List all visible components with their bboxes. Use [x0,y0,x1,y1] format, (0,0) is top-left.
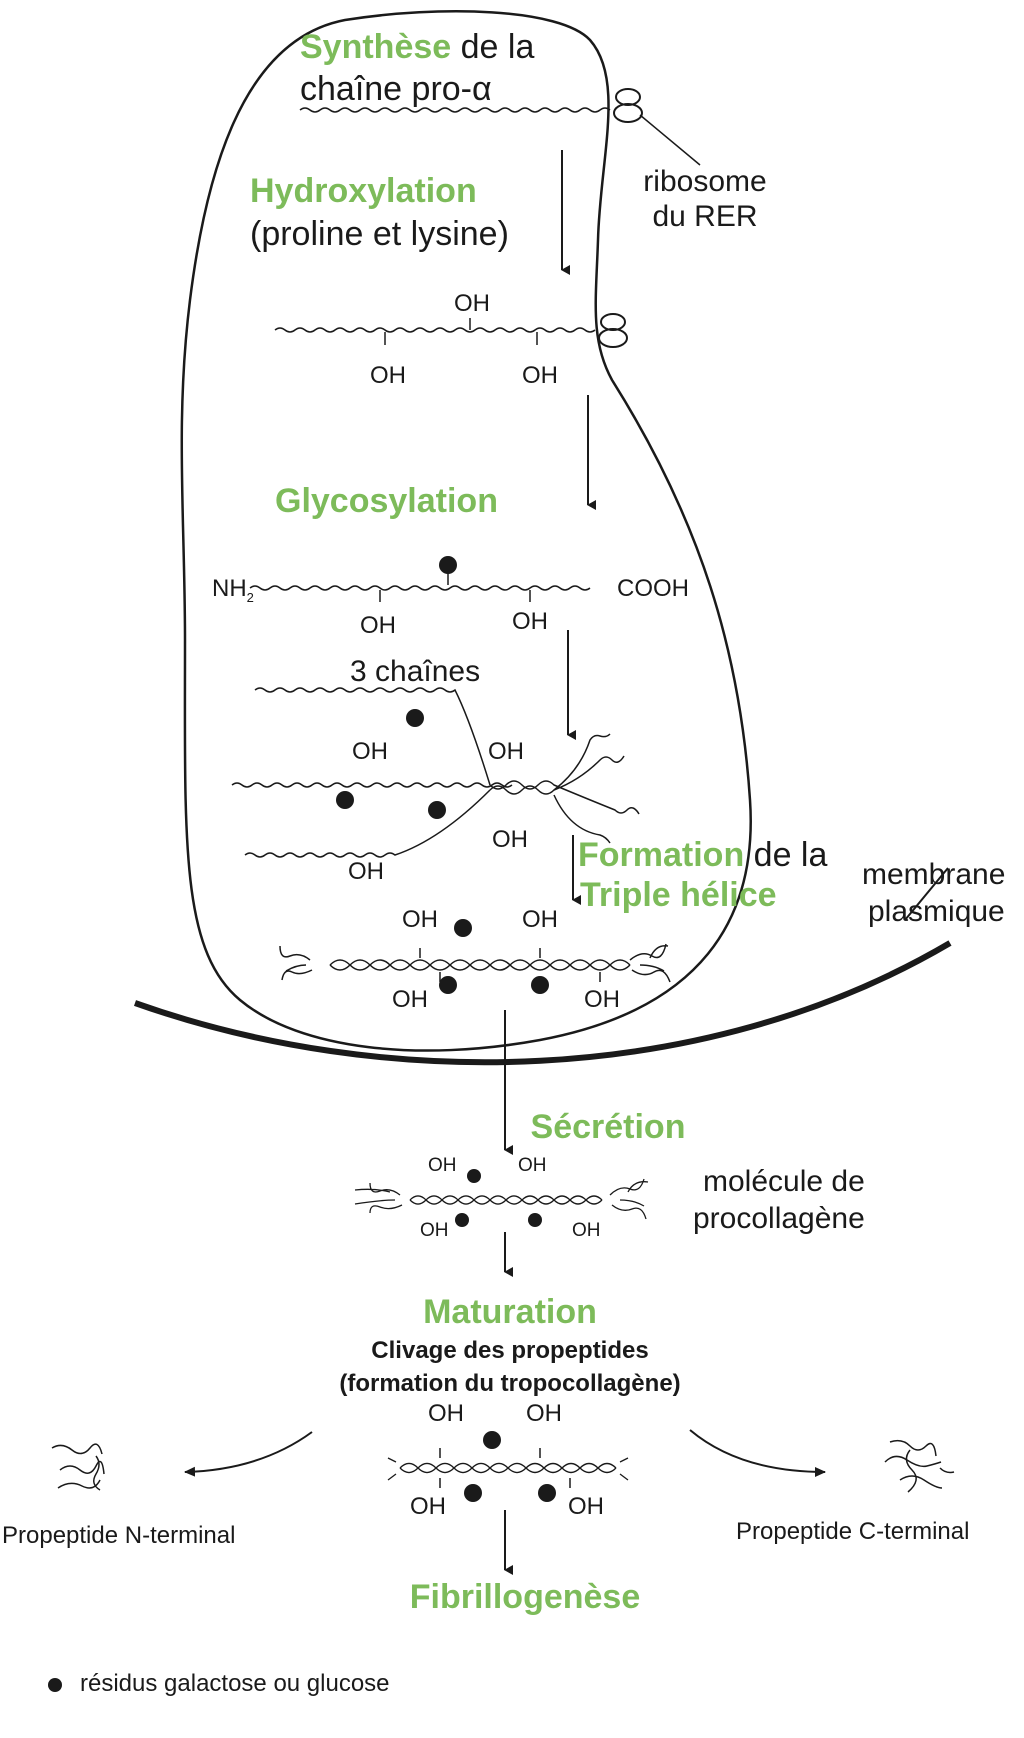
procollagene-label-line1: molécule de [703,1165,865,1198]
oh-label: OH [584,986,620,1013]
membrane-pointer [904,867,949,921]
triple-helix [279,943,671,983]
plasma-membrane [133,940,952,1066]
propeptide-n-label: Propeptide N-terminal [2,1522,236,1549]
oh-label: OH [492,826,528,853]
oh-label: OH [568,1493,604,1520]
step-formation-line1: Formation de la [578,836,827,875]
step-glycosylation-title: Glycosylation [275,482,498,520]
oh-label: OH [572,1220,601,1241]
procollagene-label-line2: procollagène [693,1202,865,1235]
oh-label: OH [428,1400,464,1427]
oh-label: OH [512,608,548,635]
sugar-dot [439,556,457,574]
oh-label: OH [454,290,490,317]
formation-rest: de la [744,836,828,874]
membrane-label-line1: membrane [862,858,1006,891]
three-chains [231,687,640,858]
oh-label: OH [488,738,524,765]
step-synthese-line2: chaîne pro-α [300,70,492,108]
cooh-label: COOH [617,575,689,602]
oh-label: OH [370,362,406,389]
step-secretion-title: Sécrétion [530,1108,686,1146]
oh-label: OH [522,906,558,933]
oh-label: OH [348,858,384,885]
step-maturation-title: Maturation [423,1293,597,1331]
step-formation-line2: Triple hélice [580,876,777,914]
step-fibrillogenese-title: Fibrillogenèse [409,1578,641,1616]
oh-label: OH [522,362,558,389]
propeptide-c-label: Propeptide C-terminal [736,1518,970,1545]
nh2-text: NH [212,575,247,602]
maturation-sub1: Clivage des propeptides [371,1337,649,1364]
three-chains-label: 3 chaînes [350,655,481,688]
ribosome-label-line2: du RER [652,200,758,233]
ribosome-top [613,88,701,166]
glycosylated-chain [249,585,591,591]
membrane-label-line2: plasmique [868,895,1005,928]
hydroxylated-chain [274,327,596,333]
tropocollagen-molecule [387,1457,629,1481]
oh-label: OH [526,1400,562,1427]
step-synthese-line1: Synthèse de la [300,28,534,67]
synthese-highlight: Synthèse [300,28,452,66]
step-hydroxylation-sub: (proline et lysine) [250,215,509,253]
legend-text: résidus galactose ou glucose [80,1670,390,1697]
ribosome-label-line1: ribosome [643,165,767,198]
procollagen-molecule [354,1178,649,1220]
oh-label: OH [402,906,438,933]
propeptide-n-fragment [51,1443,105,1491]
arrow-to-c-propeptide [689,1429,826,1477]
arrow-to-n-propeptide [184,1431,313,1477]
propeptide-c-fragment [884,1439,955,1493]
oh-label: OH [410,1493,446,1520]
oh-label: OH [392,986,428,1013]
black-dot-icon [48,1678,62,1692]
step-hydroxylation-title: Hydroxylation [250,172,477,210]
cell-outline [180,10,752,1052]
formation-highlight: Formation [578,836,745,874]
oh-label: OH [518,1155,547,1176]
ribosome-2 [598,313,628,348]
synthese-rest: de la [451,28,535,66]
oh-label: OH [360,612,396,639]
nh2-subscript: 2 [246,589,254,605]
oh-label: OH [428,1155,457,1176]
oh-label: OH [352,738,388,765]
oh-label: OH [420,1220,449,1241]
pro-alpha-chain-1 [299,107,611,113]
maturation-sub2: (formation du tropocollagène) [339,1370,681,1397]
nh2-label: NH2 [212,575,254,605]
